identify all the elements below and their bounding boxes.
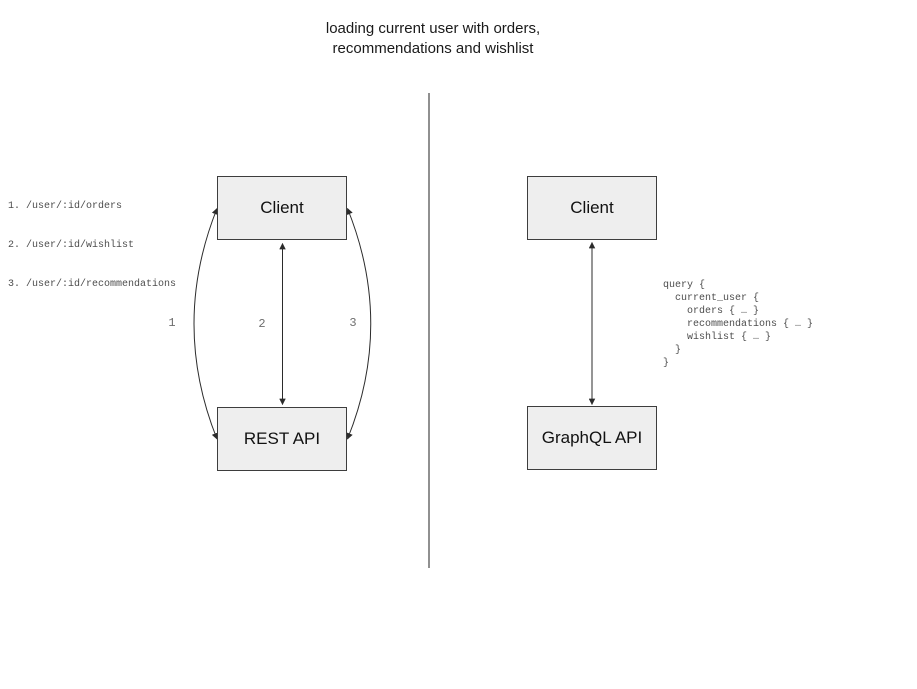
endpoint-item: 1. /user/:id/orders: [8, 201, 123, 212]
arrow-label-2: 2: [258, 317, 266, 331]
endpoint-item: 2. /user/:id/wishlist: [8, 240, 135, 251]
endpoint-item: 3. /user/:id/recommendations: [8, 279, 177, 290]
rest-client-label: Client: [260, 198, 304, 217]
diagram-title-line1: loading current user with orders,: [325, 20, 541, 37]
graphql-query-code: query { current_user { orders { … } reco…: [663, 280, 814, 369]
rest-endpoints-list: 1. /user/:id/orders 2. /user/:id/wishlis…: [8, 174, 176, 317]
arrow-label-1: 1: [168, 316, 176, 330]
graphql-client-label: Client: [570, 198, 614, 217]
rest-api-box: REST API: [217, 407, 347, 471]
graphql-api-label: GraphQL API: [541, 428, 643, 447]
rest-client-box: Client: [217, 176, 347, 240]
graphql-api-box: GraphQL API: [527, 406, 657, 470]
arrow-label-3: 3: [349, 316, 357, 330]
rest-arrow-1-curve: [193, 207, 218, 440]
graphql-client-box: Client: [527, 176, 657, 240]
rest-api-label: REST API: [243, 429, 321, 448]
diagram-title: loading current user with orders, recomm…: [233, 19, 633, 59]
diagram-title-line2: recommendations and wishlist: [332, 40, 534, 57]
